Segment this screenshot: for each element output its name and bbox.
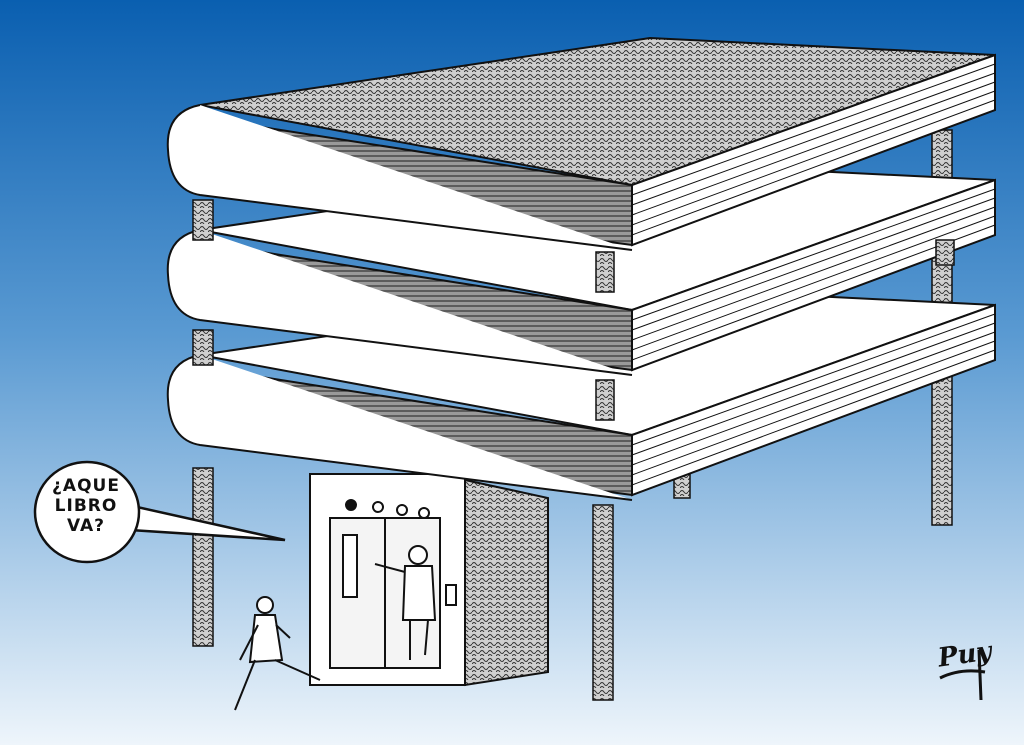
bubble-line: VA? bbox=[66, 516, 106, 536]
pillar bbox=[192, 467, 214, 647]
book-floors bbox=[166, 36, 996, 501]
pillars-front bbox=[192, 199, 955, 701]
walking-man bbox=[234, 596, 321, 711]
floor-indicator-light bbox=[418, 507, 430, 519]
book-spine bbox=[166, 104, 633, 251]
elevator-core bbox=[309, 473, 549, 687]
bubble-line: ¿AQUE bbox=[52, 476, 120, 496]
bubble-line: LIBRO bbox=[54, 496, 118, 516]
core-side bbox=[464, 478, 549, 687]
floor-indicator-light bbox=[372, 501, 384, 513]
floor-indicator-light bbox=[345, 499, 357, 511]
elevator-operator bbox=[374, 545, 437, 660]
signature-underline bbox=[939, 649, 986, 701]
book-spine bbox=[166, 229, 633, 376]
speech-bubble-text: ¿AQUE LIBRO VA? bbox=[44, 476, 128, 536]
book-spine bbox=[166, 354, 633, 501]
elevator-button-panel bbox=[342, 534, 358, 598]
pillar bbox=[592, 504, 614, 701]
speech-bubble bbox=[33, 460, 286, 564]
book-floor bbox=[166, 36, 996, 251]
floor-indicator-light bbox=[396, 504, 408, 516]
